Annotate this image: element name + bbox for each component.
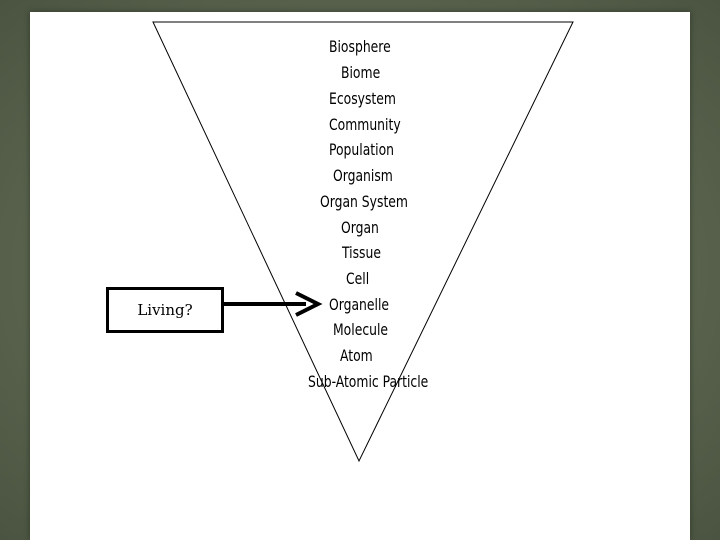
level-population: Population: [329, 140, 394, 159]
level-molecule: Molecule: [333, 320, 389, 339]
level-organelle: Organelle: [329, 295, 389, 314]
living-callout-label: Living?: [137, 301, 193, 319]
arrow-head: [295, 291, 323, 317]
level-community: Community: [329, 115, 401, 134]
level-biome: Biome: [341, 63, 381, 82]
level-ecosystem: Ecosystem: [329, 89, 396, 108]
arrow: [221, 291, 323, 317]
level-atom: Atom: [340, 346, 373, 365]
living-callout-box: Living?: [106, 287, 224, 333]
level-organ-system: Organ System: [320, 192, 408, 211]
level-organ: Organ: [341, 218, 379, 237]
slide-canvas: [30, 12, 690, 540]
inverted-triangle: [152, 21, 574, 463]
level-biosphere: Biosphere: [329, 37, 391, 56]
level-organism: Organism: [333, 166, 393, 185]
level-sub-atomic-particle: Sub-Atomic Particle: [308, 372, 429, 391]
level-cell: Cell: [346, 269, 370, 288]
level-tissue: Tissue: [342, 243, 381, 262]
